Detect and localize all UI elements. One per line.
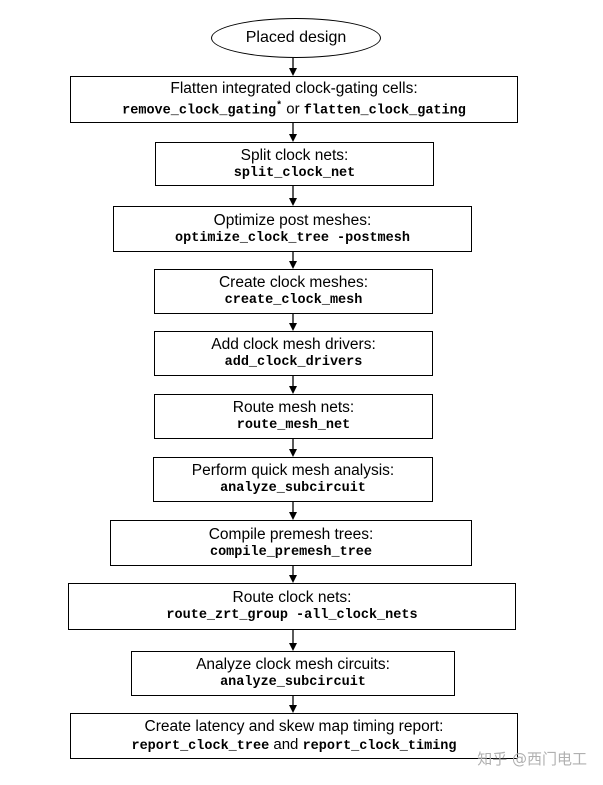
arrowhead <box>289 512 297 520</box>
step-title: Create latency and skew map timing repor… <box>144 717 444 735</box>
step-title: Split clock nets: <box>240 146 349 164</box>
step-title: Route mesh nets: <box>232 399 355 416</box>
step-command: add_clock_drivers <box>224 355 363 370</box>
step-command: remove_clock_gating* or flatten_clock_ga… <box>122 100 466 119</box>
step-flatten-clock-gating: Flatten integrated clock-gating cells: r… <box>70 76 518 123</box>
step-optimize-post-meshes: Optimize post meshes: optimize_clock_tre… <box>113 206 472 252</box>
arrowhead <box>289 261 297 269</box>
step-command: report_clock_tree and report_clock_timin… <box>131 735 457 754</box>
step-title: Optimize post meshes: <box>213 211 372 229</box>
arrowhead <box>289 705 297 713</box>
arrowhead <box>289 198 297 206</box>
step-command: analyze_subcircuit <box>220 481 366 496</box>
step-compile-premesh-trees: Compile premesh trees: compile_premesh_t… <box>110 520 472 566</box>
step-split-clock-nets: Split clock nets: split_clock_net <box>155 142 434 186</box>
step-command: analyze_subcircuit <box>220 675 366 690</box>
arrowhead <box>289 68 297 76</box>
arrowhead <box>289 386 297 394</box>
arrowhead <box>289 643 297 651</box>
step-latency-skew-report: Create latency and skew map timing repor… <box>70 713 518 759</box>
arrowhead <box>289 575 297 583</box>
watermark: 知乎 @西门电工 <box>477 750 587 768</box>
arrowhead <box>289 323 297 331</box>
step-title: Compile premesh trees: <box>208 525 374 543</box>
step-command: route_zrt_group -all_clock_nets <box>166 608 418 623</box>
step-title: Create clock meshes: <box>218 274 369 291</box>
step-command: create_clock_mesh <box>224 293 363 308</box>
step-title: Perform quick mesh analysis: <box>191 462 395 479</box>
start-node: Placed design <box>211 18 381 58</box>
step-command: optimize_clock_tree -postmesh <box>175 230 410 246</box>
step-create-clock-meshes: Create clock meshes: create_clock_mesh <box>154 269 433 314</box>
step-command: compile_premesh_tree <box>209 544 373 560</box>
start-label: Placed design <box>245 29 347 46</box>
step-title: Route clock nets: <box>232 589 352 606</box>
step-command: route_mesh_net <box>236 418 351 433</box>
step-title: Flatten integrated clock-gating cells: <box>170 79 418 97</box>
step-add-clock-mesh-drivers: Add clock mesh drivers: add_clock_driver… <box>154 331 433 376</box>
arrowhead <box>289 134 297 142</box>
step-quick-mesh-analysis: Perform quick mesh analysis: analyze_sub… <box>153 457 433 502</box>
step-title: Add clock mesh drivers: <box>211 336 376 353</box>
step-route-mesh-nets: Route mesh nets: route_mesh_net <box>154 394 433 439</box>
step-command: split_clock_net <box>233 165 356 181</box>
arrowhead <box>289 449 297 457</box>
footnote-mark: * <box>276 100 283 112</box>
step-route-clock-nets: Route clock nets: route_zrt_group -all_c… <box>68 583 516 630</box>
step-title: Analyze clock mesh circuits: <box>196 656 390 673</box>
step-analyze-clock-mesh-circuits: Analyze clock mesh circuits: analyze_sub… <box>131 651 455 696</box>
